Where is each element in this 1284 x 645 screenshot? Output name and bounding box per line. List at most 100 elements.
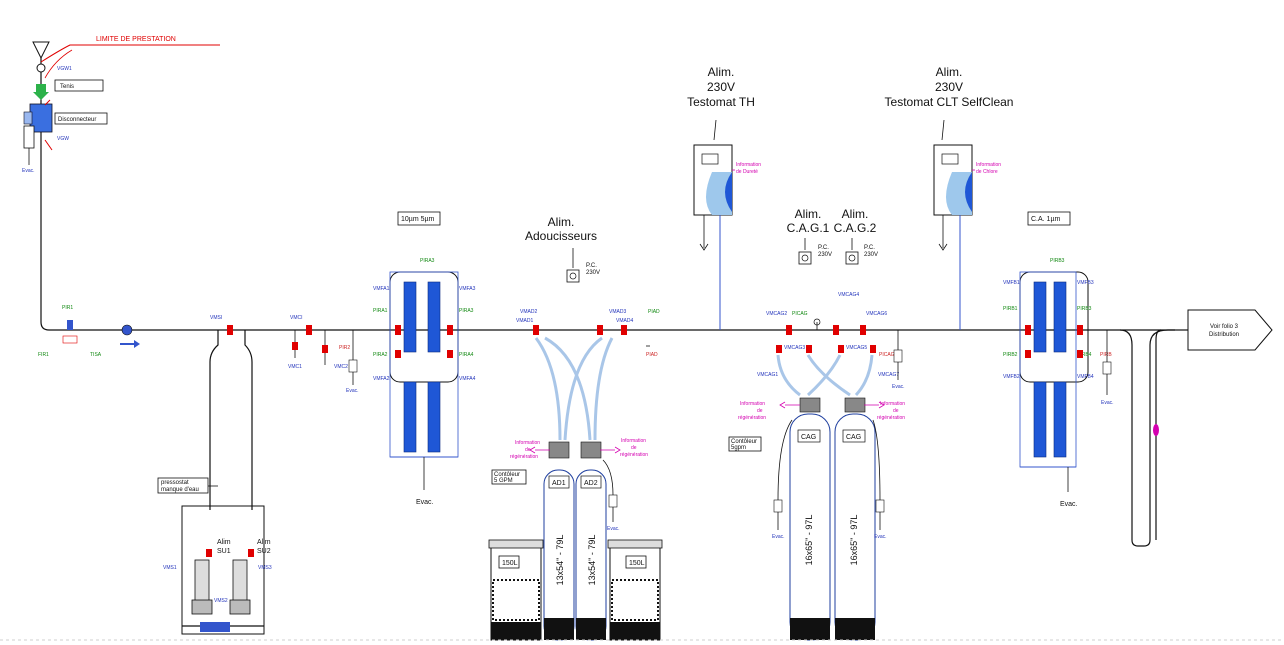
cag2-outlet-icon [845,251,859,265]
softener-evac: Evac. [607,526,620,532]
cag-tank-size-2: 16x65" - 97L [849,515,859,566]
flowmeter-icon [121,324,133,336]
cag-counter-2: 5gpm [731,445,746,451]
softener-outlet-icon [566,269,580,283]
testomat-clt-info-1: Information [976,162,1001,168]
cag-tank-label-2: CAG [846,434,861,441]
tag-vmci: VMCI [290,315,303,321]
outlet-label-2: Distribution [1209,332,1239,338]
pump-1-alim: Alim [217,539,231,546]
cag-evac-2: Evac. [874,534,887,540]
inlet-box-1 [54,79,104,92]
cag-info-left-2: de [757,408,763,414]
tag-vmfa4: VMFA4 [459,376,476,382]
tag-piad-red: PIAD [646,352,658,358]
cag-info-right-1: Information [880,401,905,407]
tag-pira1: PIRA1 [373,308,388,314]
brine-label-2: 150L [629,560,645,567]
inlet-gauge-icon [36,63,46,73]
inlet-evac: Evac. [22,168,35,174]
tag-pira3-top: PIRA3 [420,258,435,264]
tag-vms3: VMS3 [258,565,272,571]
inlet-section: LIMITE DE PRESTATION VGW1 Tenis Disconne… [22,36,220,322]
cag1-pc: P.C. [818,245,829,251]
cag1-title-2: C.A.G.1 [787,221,830,235]
prefilter-section: 10µm 5µm Evac. PIRA3 VMFA1 VMFA2 VMFA3 V… [373,211,476,506]
tag-pirb-red: PIRB [1100,352,1112,358]
softener-title-2: Adoucisseurs [525,229,597,243]
tag-vmfa1: VMFA1 [373,286,390,292]
cag-tank-size-1: 16x65" - 97L [804,515,814,566]
limit-line [40,44,220,63]
tag-vmc2: VMC2 [334,364,348,370]
tag-vmfb1: VMFB1 [1003,280,1020,286]
filter-cartridge-4 [427,381,441,453]
filter-cartridge-3 [403,381,417,453]
tag-vmfa3: VMFA3 [459,286,476,292]
softener-info-left-3: régénération [510,454,538,460]
outlet-label-1: Voir folio 3 [1210,324,1239,330]
postfilter-label: C.A. 1µm [1031,216,1060,223]
softener-counter-box [491,469,527,485]
cag1-pc-volt: 230V [818,252,832,258]
testomat-th-title-2: 230V [707,80,735,94]
softener-pc: P.C. [586,263,597,269]
postfilter-label-box [1027,211,1071,226]
postfilter-cartridge-4 [1053,381,1067,458]
softener-section: Alim. Adoucisseurs P.C. 230V VMAD2 VMAD1… [488,215,663,641]
tag-vmfa2: VMFA2 [373,376,390,382]
tag-vmcag3: VMCAG3 [784,345,805,351]
softener-info-right-3: régénération [620,452,648,458]
cag2-title-1: Alim. [842,207,869,221]
pump-2-alim: Alim [257,539,271,546]
tag-picag-red: PICAG [879,352,895,358]
testomat-clt-title-3: Testomat CLT SelfClean [885,95,1014,109]
testomat-clt-section: Alim. 230V Testomat CLT SelfClean Inform… [885,65,1014,330]
tag-piad-green: PIAD [648,309,660,315]
tag-vmcag4: VMCAG4 [838,292,859,298]
main-line: PIR1 FIR1 TISA VMSI VMCI VMC1 VMC2 PIR2 … [38,305,1188,394]
postfilter-cartridge-3 [1033,381,1047,458]
cag-info-right-2: de [893,408,899,414]
inlet-tag-bottom: VGW [57,136,69,142]
softener-info-right-2: de [631,445,637,451]
tank-size-ad2: 13x54" - 79L [587,535,597,586]
postfilter-cartridge-2 [1053,281,1067,353]
tag-vmfb4: VMFB4 [1077,374,1094,380]
cag2-pc-volt: 230V [864,252,878,258]
cag-info-right-3: régénération [877,415,905,421]
cag-counter-1: Contôleur [731,439,757,445]
pressostat-label: pressostat [161,480,189,486]
tag-vmad3: VMAD3 [609,309,626,315]
main-evac: Evac. [346,388,359,394]
filter-cartridge-1 [403,281,417,353]
tag-vmcag5: VMCAG5 [846,345,867,351]
pump-1-icon [194,559,210,605]
check-valve-icon [33,92,49,100]
softener-counter-1: Contôleur [494,472,520,478]
brine-label-1: 150L [502,560,518,567]
inlet-box-1-label: Tenis [60,84,74,90]
cag-counter-box [728,436,762,452]
tag-vmad1: VMAD1 [516,318,533,324]
pump-frame [181,505,265,635]
softener-counter-2: 5 GPM [494,478,513,484]
tag-pirb1: PIRB1 [1003,306,1018,312]
testomat-clt-title-2: 230V [935,80,963,94]
tag-pira3: PIRA3 [459,308,474,314]
tag-pira4: PIRA4 [459,352,474,358]
tag-pirb4: PIRB4 [1077,352,1092,358]
tag-vmcag1: VMCAG1 [757,372,778,378]
tag-vms2: VMS2 [214,598,228,604]
cag-info-left-1: Information [740,401,765,407]
tag-pira2: PIRA2 [373,352,388,358]
softener-info-right-1: Information [621,438,646,444]
cag-info-left-3: régénération [738,415,766,421]
tag-pirb3: PIRB3 [1077,306,1092,312]
softener-title-1: Alim. [548,215,575,229]
cag-evac-1: Evac. [772,534,785,540]
tag-picag-green: PICAG [792,311,808,317]
softener-info-left-1: Information [515,440,540,446]
outlet-arrow-box [1187,309,1273,351]
